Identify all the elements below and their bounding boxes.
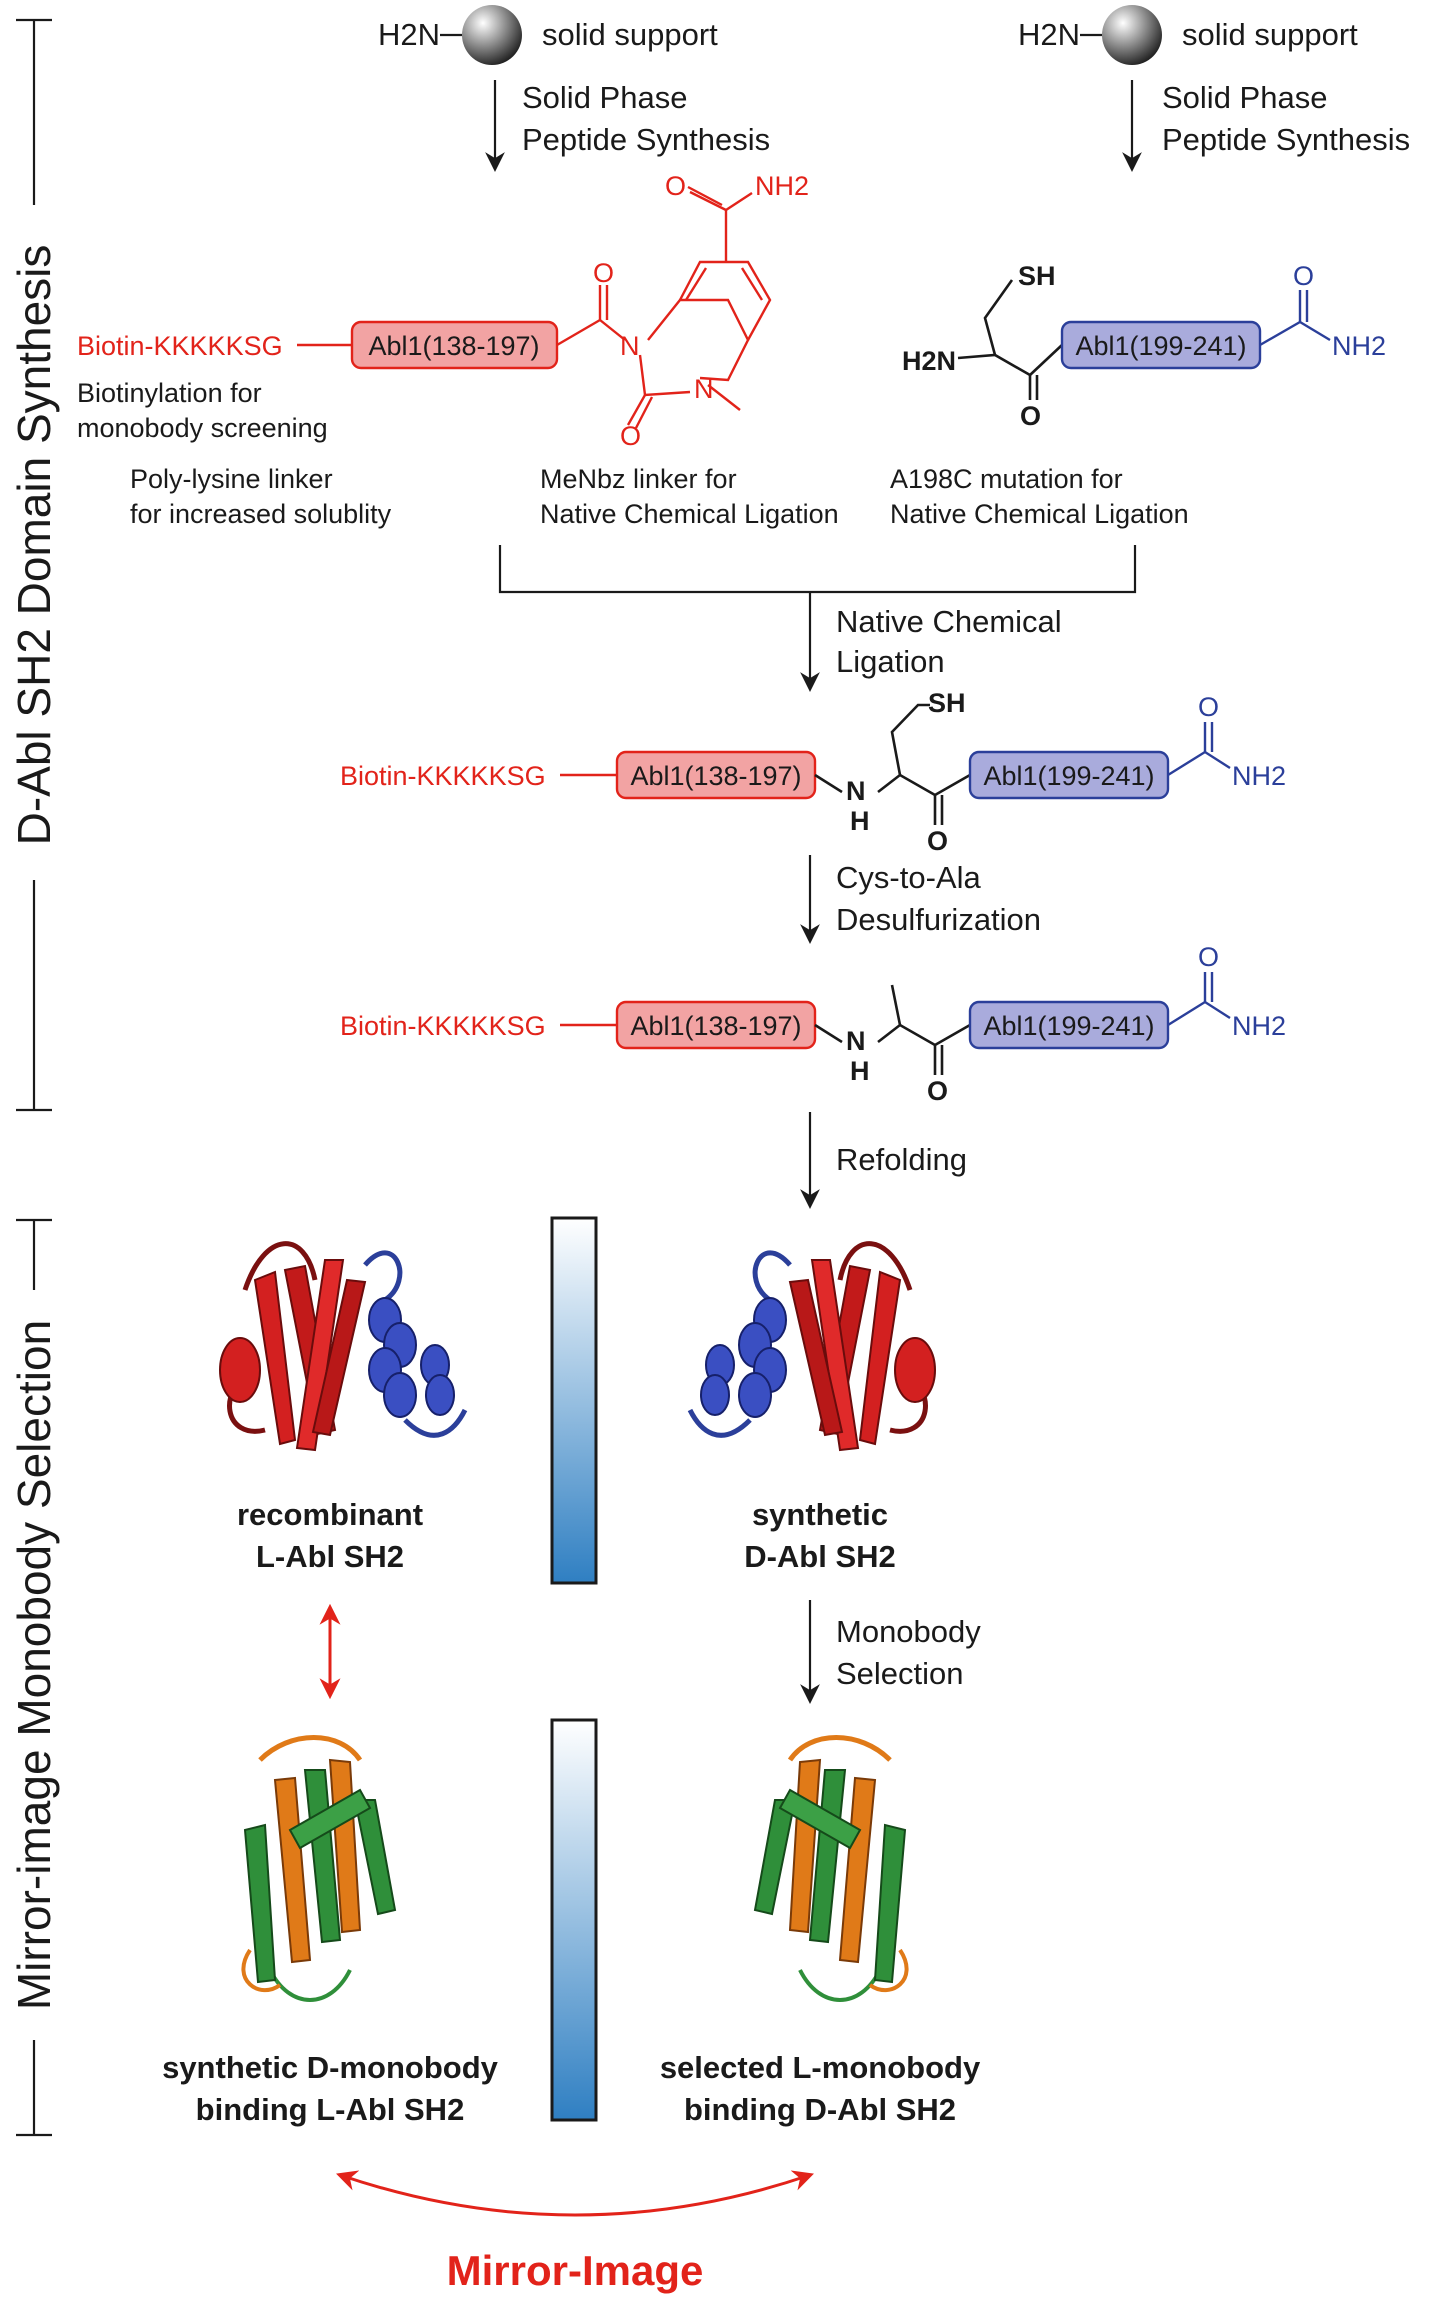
- l-monobody-structure: [753, 1735, 909, 2002]
- synthetic-label: synthetic: [752, 1497, 888, 1532]
- segment-label: Abl1(138-197): [630, 761, 801, 791]
- spps-step-line1: Solid Phase: [522, 80, 687, 115]
- n-atom: N: [694, 374, 714, 404]
- nh2-group: NH2: [1332, 331, 1386, 361]
- o-atom: O: [1293, 261, 1314, 291]
- refold-step: Refolding: [800, 1112, 967, 1209]
- note-a198c-1: A198C mutation for: [890, 464, 1123, 494]
- support-label: solid support: [542, 17, 718, 52]
- monobody-line1: Monobody: [836, 1614, 981, 1649]
- segment-label: Abl1(138-197): [630, 1011, 801, 1041]
- side-bracket-top: D-Abl SH2 Domain Synthesis: [8, 18, 60, 1112]
- h2n-label: H2N: [1018, 17, 1080, 52]
- h2n-label: H2N: [378, 17, 440, 52]
- biotin-tag: Biotin-KKKKKSG: [340, 761, 546, 791]
- o-atom: O: [593, 258, 614, 288]
- l-abl-sh2-label: L-Abl SH2: [256, 1539, 404, 1574]
- spps-step-line2: Peptide Synthesis: [1162, 122, 1410, 157]
- l-abl-sh2-structure: [219, 1241, 468, 1452]
- sh-group: SH: [928, 688, 966, 718]
- n-atom: N: [846, 1026, 866, 1056]
- nh2-group: NH2: [1232, 1011, 1286, 1041]
- ligated-product: Biotin-KKKKKSG Abl1(138-197) SH N H O Ab…: [340, 688, 1286, 856]
- refold-label: Refolding: [836, 1142, 967, 1177]
- synthetic-monobody-label: synthetic D-monobody: [162, 2050, 499, 2085]
- o-atom: O: [665, 171, 686, 201]
- d-monobody-structure: [241, 1735, 397, 2002]
- sh-group: SH: [1018, 261, 1056, 291]
- o-atom: O: [1198, 942, 1219, 972]
- h2n-group: H2N: [902, 346, 956, 376]
- resin-bead-icon: [462, 5, 522, 65]
- gradient-bar-top: [550, 1216, 598, 1585]
- spps-left: H2N solid support Solid Phase Peptide Sy…: [378, 5, 770, 172]
- note-a198c-2: Native Chemical Ligation: [890, 499, 1189, 529]
- ala-product: Biotin-KKKKKSG Abl1(138-197) N H O Abl1(…: [340, 942, 1286, 1106]
- selected-monobody-target: binding D-Abl SH2: [684, 2092, 956, 2127]
- ncl-line2: Ligation: [836, 644, 945, 679]
- note-menbz-2: Native Chemical Ligation: [540, 499, 839, 529]
- menbz-structure: [556, 185, 772, 429]
- n-atom: N: [846, 776, 866, 806]
- synthetic-monobody-target: binding L-Abl SH2: [196, 2092, 465, 2127]
- biotin-tag: Biotin-KKKKKSG: [77, 331, 283, 361]
- monobody-line2: Selection: [836, 1656, 964, 1691]
- h-atom: H: [850, 806, 870, 836]
- o-atom: O: [1198, 692, 1219, 722]
- o-atom: O: [620, 421, 641, 451]
- spps-right: H2N solid support Solid Phase Peptide Sy…: [1018, 5, 1410, 172]
- monobody-selection-step: Monobody Selection: [800, 1600, 981, 1704]
- resin-bead-icon: [1102, 5, 1162, 65]
- d-abl-sh2-structure: [687, 1241, 936, 1452]
- left-peptide: Biotin-KKKKKSG Abl1(138-197) N N O O O N…: [77, 171, 839, 529]
- selected-monobody-label: selected L-monobody: [660, 2050, 981, 2085]
- nh2-group: NH2: [1232, 761, 1286, 791]
- h-atom: H: [850, 1056, 870, 1086]
- segment-label: Abl1(199-241): [983, 761, 1154, 791]
- ncl-line1: Native Chemical: [836, 604, 1062, 639]
- n-atom: N: [620, 331, 640, 361]
- note-lysine-1: Poly-lysine linker: [130, 464, 333, 494]
- nh2-group: NH2: [755, 171, 809, 201]
- gradient-bar-bottom: [550, 1718, 598, 2122]
- ncl-step: Native Chemical Ligation: [498, 545, 1137, 692]
- spps-step-line1: Solid Phase: [1162, 80, 1327, 115]
- side-bracket-bottom: Mirror-image Monobody Selection: [8, 1218, 60, 2137]
- note-biotin-1: Biotinylation for: [77, 378, 262, 408]
- side-label-selection: Mirror-image Monobody Selection: [8, 1320, 60, 2010]
- desulf-step: Cys-to-Ala Desulfurization: [800, 855, 1041, 944]
- segment-label: Abl1(138-197): [368, 331, 539, 361]
- right-peptide: SH H2N O Abl1(199-241) O NH2 A198C mutat…: [890, 261, 1386, 529]
- desulf-line1: Cys-to-Ala: [836, 860, 981, 895]
- biotin-tag: Biotin-KKKKKSG: [340, 1011, 546, 1041]
- segment-label: Abl1(199-241): [983, 1011, 1154, 1041]
- note-menbz-1: MeNbz linker for: [540, 464, 737, 494]
- o-atom: O: [927, 826, 948, 856]
- note-biotin-2: monobody screening: [77, 413, 328, 443]
- support-label: solid support: [1182, 17, 1358, 52]
- mirror-arc-arrow: [336, 2170, 814, 2217]
- d-abl-sh2-label: D-Abl SH2: [744, 1539, 896, 1574]
- mirror-image-label: Mirror-Image: [447, 2247, 704, 2294]
- spps-step-line2: Peptide Synthesis: [522, 122, 770, 157]
- recombinant-label: recombinant: [237, 1497, 423, 1532]
- o-atom: O: [1020, 401, 1041, 431]
- segment-label: Abl1(199-241): [1075, 331, 1246, 361]
- note-lysine-2: for increased solublity: [130, 499, 392, 529]
- desulf-line2: Desulfurization: [836, 902, 1041, 937]
- o-atom: O: [927, 1076, 948, 1106]
- side-label-synthesis: D-Abl SH2 Domain Synthesis: [8, 245, 60, 846]
